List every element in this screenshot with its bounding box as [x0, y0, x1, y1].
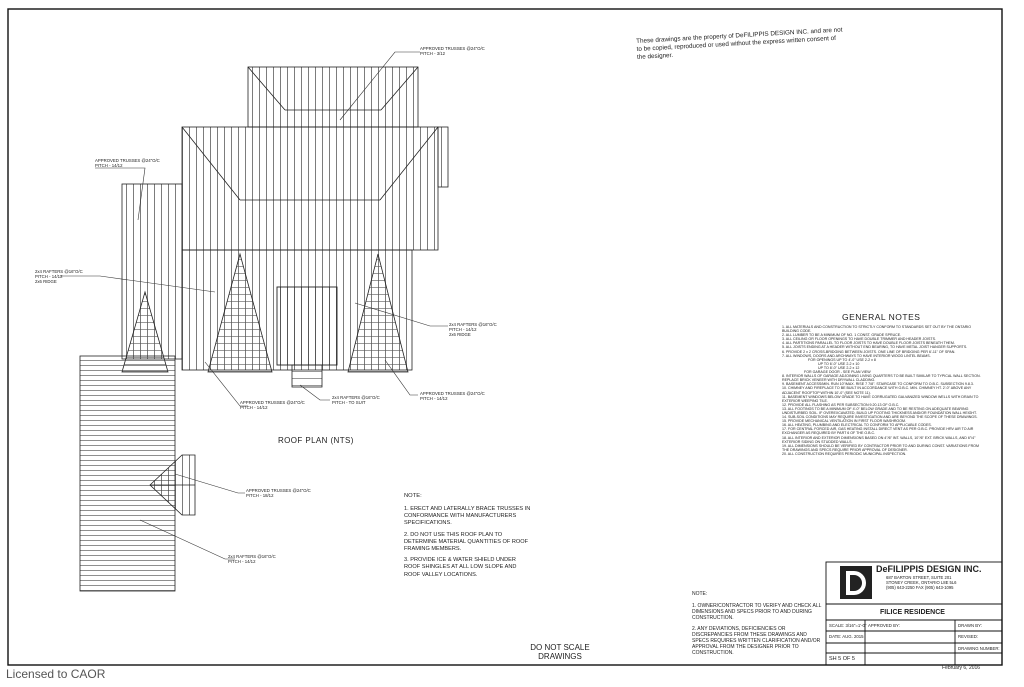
label-center-trusses: APPROVED TRUSSES @24"O/C PITCH - 14/12 — [240, 400, 305, 410]
label-line: 2x4 RAFTERS @16"O/C — [35, 269, 83, 274]
project-name: FILICE RESIDENCE — [880, 609, 945, 616]
gable-center-right — [347, 253, 409, 373]
general-notes-title: GENERAL NOTES — [842, 312, 921, 322]
label-line: PITCH - 14/12 — [449, 327, 477, 333]
approved-by-field: APPROVED BY: — [868, 623, 900, 628]
general-note-item: 2. ALL LUMBER TO BE A MINIMUM OF NO. 1 C… — [782, 333, 902, 338]
label-line: APPROVED TRUSSES @24"O/C — [95, 158, 160, 163]
general-note-item: 9. BASEMENT ACCESS/MIN. RUN 10"/MAX. RIS… — [782, 382, 974, 387]
label-line: 2x4 RAFTERS @16"O/C — [449, 322, 497, 327]
gable-center-left — [207, 252, 273, 373]
label-left-rafters: 2x4 RAFTERS @16"O/C PITCH - 14/12 2x6 RI… — [35, 269, 83, 285]
general-note-item: 13. ALL FOOTINGS TO BE A MINIMUM OF 4'-0… — [782, 406, 977, 415]
plot-date: February 6, 2016 — [942, 665, 981, 671]
leader-lines — [60, 51, 448, 560]
label-lower-trusses: APPROVED TRUSSES @24"O/C PITCH - 18/12 — [246, 488, 311, 498]
firm-phone: (905) 643-2250 FAX (905) 643-1095 — [886, 585, 954, 590]
general-note-item: 17. FOR CENTRAL FORCED AIR, GAS HEATING … — [782, 427, 974, 436]
contractor-notes-heading: NOTE: — [692, 591, 708, 597]
general-note-item: FOR OPENINGS UP TO 4'-0" USE 2-2 x 8 — [808, 357, 876, 362]
label-mid-rafters: 2x4 RAFTERS @16"O/C PITCH - 14/12 2x6 RI… — [449, 322, 497, 338]
drawing-number-field: DRAWING NUMBER: — [958, 646, 1000, 651]
general-note-item: 11. BASEMENT WINDOWS BELOW GRADE TO HAVE… — [782, 394, 979, 403]
roof-main-upper — [181, 126, 439, 251]
firm-address-2: STONEY CREEK, ONTARIO L8E 5L6 — [886, 580, 957, 585]
revised-field: REVISED: — [958, 634, 979, 639]
plan-title: ROOF PLAN (NTS) — [278, 436, 354, 445]
label-line: 2x4 RAFTERS @16"O/C — [228, 554, 276, 559]
general-note-item: 10. CHIMNEY AND FIREPLACE TO BE BUILT IN… — [782, 386, 972, 395]
general-note-item: 14. SUB-SOIL CONDITIONS MAY REQUIRE INVE… — [782, 415, 978, 420]
general-note-item: 12. PROVIDE ALL FLASHING AS PER SUBSECTI… — [782, 402, 900, 407]
contractor-note-item: 2. ANY DEVIATIONS, DEFICIENCIES OR DISCR… — [692, 625, 821, 657]
firm-name: DeFILIPPIS DESIGN INC. — [876, 564, 982, 574]
sheet-number: SH 5 OF 5 — [829, 656, 855, 662]
label-line: PITCH - 3/12 — [420, 51, 446, 57]
general-note-item: 15. PROVIDE MECHANICAL VENTILATION IN FI… — [782, 419, 907, 424]
general-note-item: 20. ALL CONSTRUCTION REQUIRES PERIODIC M… — [782, 451, 907, 456]
dns-line: DO NOT SCALE — [530, 643, 590, 652]
general-note-item: UP TO 6'-0" USE 2-2 x 10 — [818, 361, 860, 366]
label-top-trusses: APPROVED TRUSSES @24"O/C PITCH - 3/12 — [420, 46, 485, 56]
label-line: PITCH - 14/12 — [240, 405, 268, 411]
label-left-trusses: APPROVED TRUSSES @24"O/C PITCH - 14/12 — [95, 158, 160, 168]
label-center-rafters: 2x4 RAFTERS @16"O/C PITCH - TO SUIT — [332, 395, 380, 405]
roof-center-bay — [276, 286, 338, 366]
general-note-item: 6. PROVIDE 2 x 2 CROSS-BRIDGING BETWEEN … — [782, 349, 956, 354]
general-note-item: 5. ALL JOISTS ENDING AT A HEADER WITHOUT… — [782, 345, 968, 350]
general-note-item: 3. ALL CEILING OR FLOOR OPENINGS TO HAVE… — [782, 337, 936, 342]
label-line: PITCH - 14/12 — [420, 396, 448, 402]
plan-notes-heading: NOTE: — [404, 493, 422, 499]
license-watermark: Licensed to CAOR — [6, 667, 106, 681]
drawn-by-field: DRAWN BY: — [958, 623, 982, 628]
label-line: PITCH - TO SUIT — [332, 400, 366, 406]
date-field: DATE: AUG. 2015 — [829, 634, 864, 639]
label-line: PITCH - 14/12 — [95, 163, 123, 169]
firm-logo — [840, 566, 872, 599]
roof-garage-section — [79, 355, 176, 592]
general-notes-list: 1. ALL MATERIALS AND CONSTRUCTION TO STR… — [782, 325, 982, 456]
general-note-item: 18. ALL INTERIOR AND EXTERIOR DIMENSIONS… — [782, 435, 976, 444]
label-line: APPROVED TRUSSES @24"O/C — [420, 391, 485, 396]
general-note-item: 7. ALL WINDOWS, DOORS AND ARCHWAYS TO HA… — [782, 353, 931, 358]
label-line: 2x6 RIDGE — [35, 279, 57, 285]
general-note-item: 1. ALL MATERIALS AND CONSTRUCTION TO STR… — [782, 325, 972, 334]
plan-note-item: 3. PROVIDE ICE & WATER SHIELD UNDER ROOF… — [404, 557, 517, 578]
general-note-item: FOR GARAGE DOOR - SEE PLAN VIEW — [804, 370, 871, 375]
plan-note-item: 2. DO NOT USE THIS ROOF PLAN TO DETERMIN… — [404, 531, 529, 553]
label-lower-rafters: 2x4 RAFTERS @16"O/C PITCH - 14/12 — [228, 554, 276, 564]
firm-address-1: 687 BARTON STREET, SUITE 201 — [886, 575, 952, 580]
sheet-border — [7, 8, 1003, 666]
label-line: APPROVED TRUSSES @24"O/C — [420, 46, 485, 51]
label-line: PITCH - 14/12 — [228, 559, 256, 565]
label-line: PITCH - 18/12 — [246, 493, 274, 499]
label-line: APPROVED TRUSSES @24"O/C — [246, 488, 311, 493]
roof-top-section — [247, 66, 419, 128]
plan-notes-list: 1. ERECT AND LATERALLY BRACE TRUSSES IN … — [404, 506, 532, 583]
general-note-item: UP TO 8'-0" USE 2-2 x 12 — [818, 365, 860, 370]
label-line: 2x4 RAFTERS @16"O/C — [332, 395, 380, 400]
scale-field: SCALE: 3/16"=1'-0" — [829, 623, 867, 628]
general-note-item: 16. ALL HEATING, PLUMBING AND ELECTRICAL… — [782, 423, 932, 428]
general-note-item: 8. INTERIOR WALLS OF GARAGE ADJOINING LI… — [782, 374, 981, 383]
plan-note-item: 1. ERECT AND LATERALLY BRACE TRUSSES IN … — [404, 506, 531, 527]
title-block-frame — [825, 561, 1003, 666]
contractor-notes-list: 1. OWNER/CONTRACTOR TO VERIFY AND CHECK … — [692, 603, 822, 661]
dns-line: DRAWINGS — [538, 652, 582, 661]
label-right-trusses: APPROVED TRUSSES @24"O/C PITCH - 14/12 — [420, 391, 485, 401]
label-line: APPROVED TRUSSES @24"O/C — [240, 400, 305, 405]
general-note-item: 4. ALL PARTITIONS PARALLEL TO FLOOR JOIS… — [782, 341, 955, 346]
do-not-scale-note: DO NOT SCALE DRAWINGS — [530, 643, 590, 661]
contractor-note-item: 1. OWNER/CONTRACTOR TO VERIFY AND CHECK … — [692, 603, 822, 622]
label-line: PITCH - 14/12 — [35, 274, 63, 280]
general-note-item: 19. ALL DIMENSIONS SHOULD BE VERIFIED BY… — [782, 443, 979, 452]
label-line: 2x6 RIDGE — [449, 332, 471, 338]
